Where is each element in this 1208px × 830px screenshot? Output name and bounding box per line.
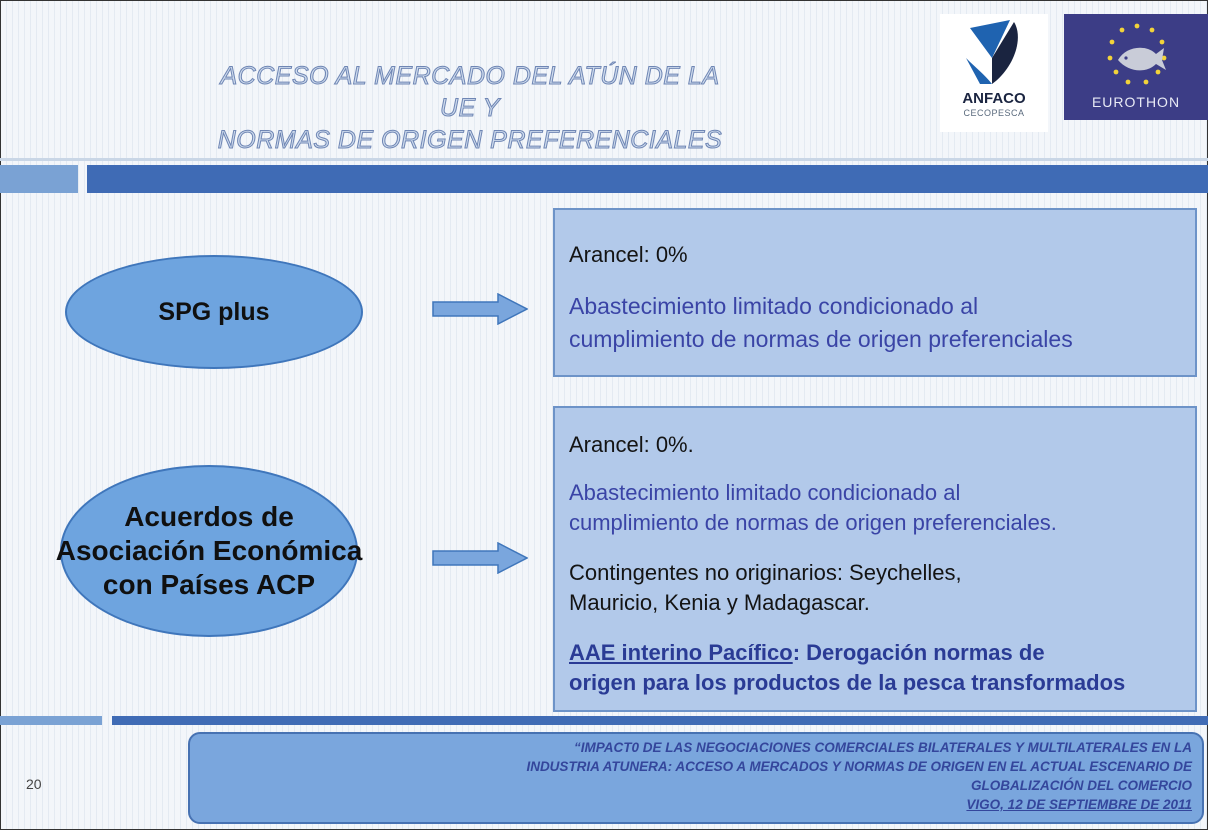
oval-label-line-3: con Países ACP [102, 569, 316, 600]
quota-text-line-1: Contingentes no originarios: Seychelles, [569, 560, 962, 585]
footer-line-2: INDUSTRIA ATUNERA: ACCESO A MERCADOS Y N… [526, 759, 1192, 774]
spg-details-box: Arancel: 0% Abastecimiento limitado cond… [553, 208, 1197, 377]
oval-label-line-2: Asociación Económica [55, 535, 363, 566]
footer-line-4: VIGO, 12 DE SEPTIEMBRE DE 2011 [966, 797, 1192, 812]
slide-title: ACCESO AL MERCADO DEL ATÚN DE LA UE Y NO… [200, 60, 740, 156]
footer-bar-left [0, 716, 102, 725]
tariff-text: Arancel: 0%. [569, 432, 694, 457]
right-arrow-icon [432, 542, 528, 574]
anfaco-name: ANFACO [962, 90, 1026, 107]
pacific-epa-text: : Derogación normas de [792, 640, 1045, 665]
title-line-1: ACCESO AL MERCADO DEL ATÚN DE LA UE Y [220, 62, 720, 123]
header-bar-right [87, 165, 1208, 193]
footer-line-1: “IMPACT0 DE LAS NEGOCIACIONES COMERCIALE… [573, 740, 1192, 755]
supply-text-line-1: Abastecimiento limitado condicionado al [569, 480, 961, 505]
pacific-epa-text-line-1: AAE interino Pacífico: Derogación normas… [569, 638, 1045, 668]
oval-spg-plus: SPG plus [65, 255, 363, 369]
pacific-epa-link[interactable]: AAE interino Pacífico [569, 640, 793, 665]
eurothon-name: EUROTHON [1091, 94, 1181, 110]
footer-text: “IMPACT0 DE LAS NEGOCIACIONES COMERCIALE… [12, 738, 1192, 814]
oval-epa-acp: Acuerdos de Asociación Económica con Paí… [56, 465, 362, 637]
page-number: 20 [26, 776, 42, 792]
right-arrow-icon [432, 293, 528, 325]
anfaco-logo: ANFACO CECOPESCA [940, 14, 1048, 132]
tariff-text: Arancel: 0% [569, 242, 688, 267]
supply-text-line-2: cumplimiento de normas de origen prefere… [569, 326, 1073, 352]
tuna-stars-logo-icon [1107, 23, 1167, 85]
supply-text-line-2: cumplimiento de normas de origen prefere… [569, 510, 1057, 535]
footer-bar-right [112, 716, 1208, 725]
fish-fin-logo-icon [966, 20, 1018, 84]
oval-label: SPG plus [158, 297, 270, 326]
oval-label-line-1: Acuerdos de [124, 501, 294, 532]
quota-text-line-2: Mauricio, Kenia y Madagascar. [569, 590, 870, 615]
pacific-epa-text-line-2: origen para los productos de la pesca tr… [569, 670, 1126, 695]
supply-text-line-1: Abastecimiento limitado condicionado al [569, 293, 979, 319]
footer-line-3: GLOBALIZACIÓN DEL COMERCIO [971, 778, 1192, 793]
header-divider [0, 158, 1208, 161]
footer-banner: “IMPACT0 DE LAS NEGOCIACIONES COMERCIALE… [188, 732, 1204, 824]
title-line-2: NORMAS DE ORIGEN PREFERENCIALES [217, 126, 723, 155]
header-bar-left [0, 165, 78, 193]
anfaco-subtitle: CECOPESCA [963, 108, 1025, 118]
eurothon-logo: EUROTHON [1064, 14, 1208, 120]
epa-details-box: Arancel: 0%. Abastecimiento limitado con… [553, 406, 1197, 712]
